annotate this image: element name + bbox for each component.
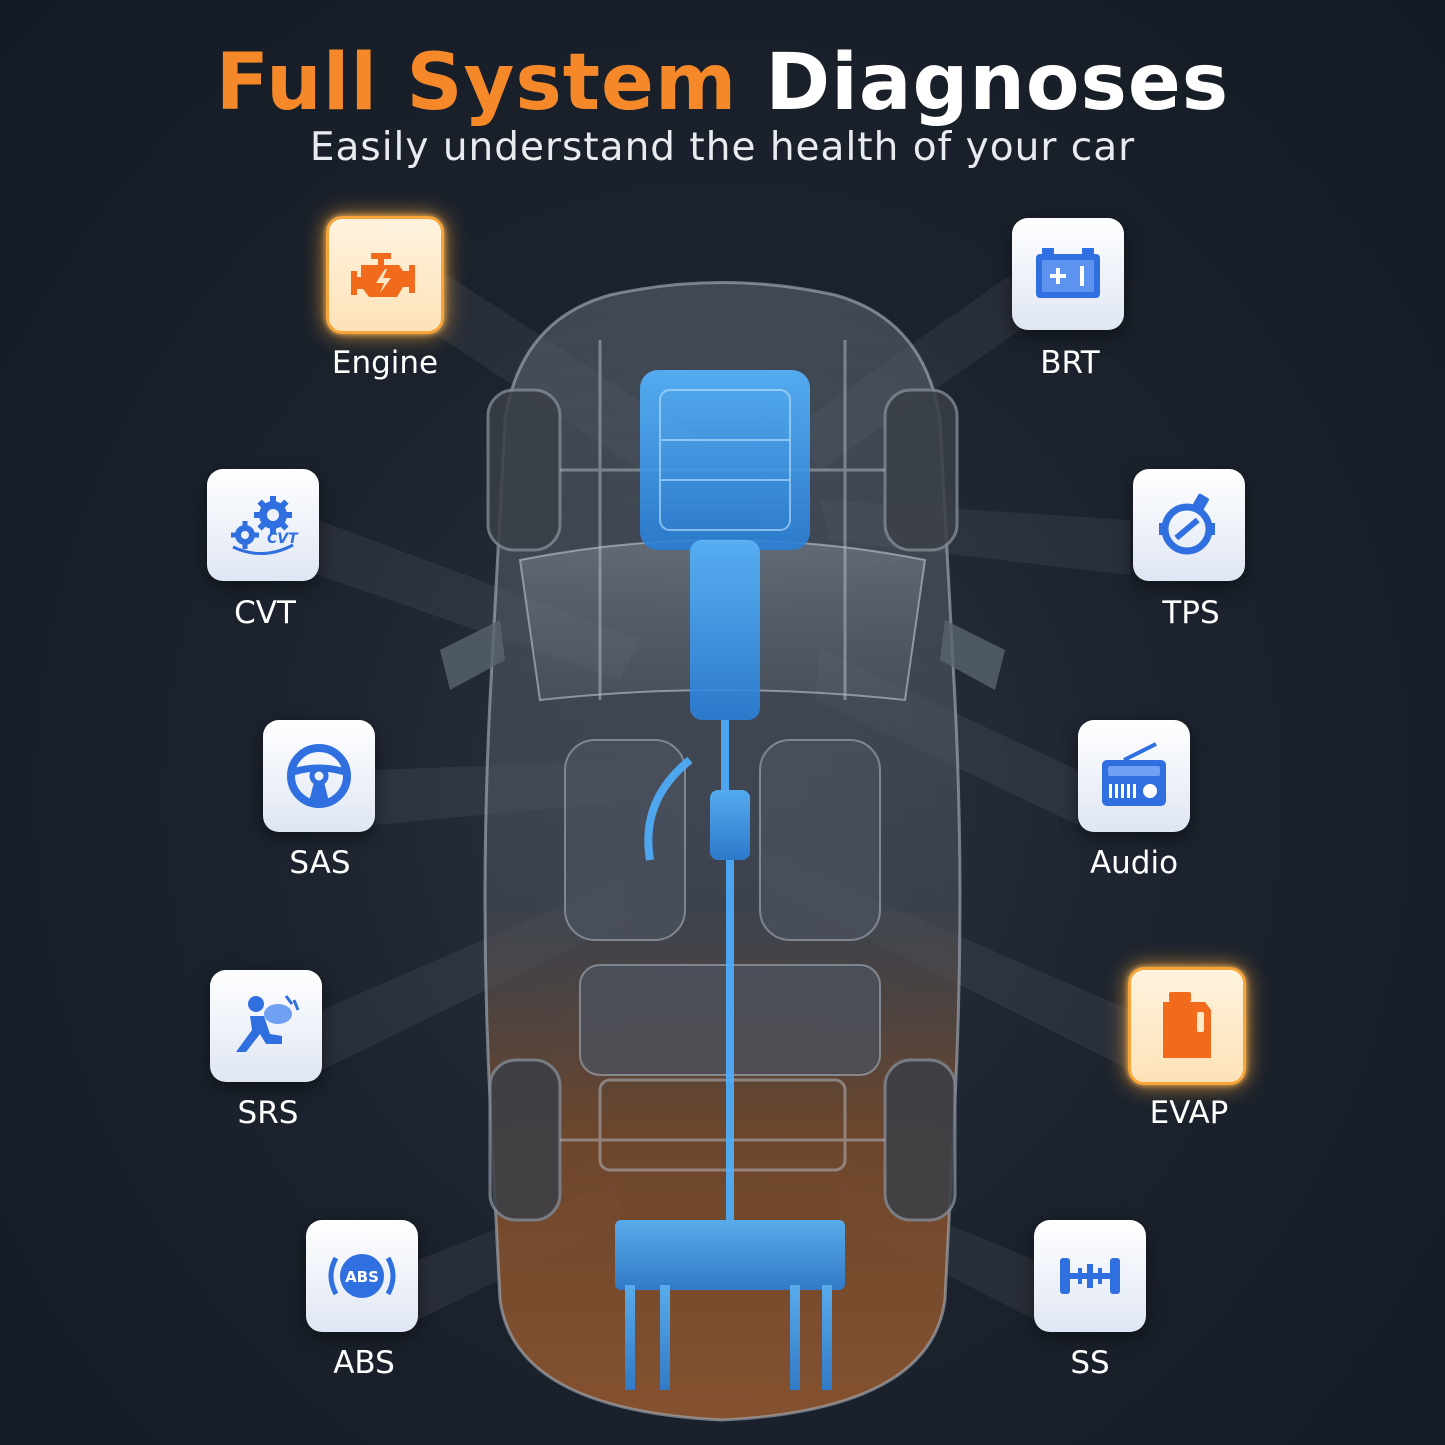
fuel-can-icon: [1163, 992, 1211, 1058]
battery-icon: [1036, 248, 1100, 298]
sas-tile: [263, 720, 375, 832]
engine-label: Engine: [331, 345, 439, 381]
radio-icon: [1102, 742, 1166, 806]
abs-tile: ABS: [306, 1220, 418, 1332]
evap-label: EVAP: [1149, 1095, 1229, 1131]
cvt-icon-text: CVT: [267, 531, 299, 547]
throttle-icon: [1159, 493, 1215, 555]
brt-tile: [1012, 218, 1124, 330]
airbag-icon: [236, 995, 300, 1052]
ss-label: SS: [1070, 1345, 1110, 1381]
abs-label: ABS: [333, 1345, 395, 1381]
evap-tile: [1128, 967, 1246, 1085]
title-rest: Diagnoses: [765, 38, 1230, 128]
page-subtitle: Easily understand the health of your car: [309, 125, 1136, 170]
cvt-label: CVT: [234, 595, 296, 631]
audio-label: Audio: [1089, 845, 1179, 881]
sas-label: SAS: [289, 845, 351, 881]
srs-label: SRS: [237, 1095, 299, 1131]
steering-wheel-icon: [287, 744, 351, 808]
cvt-tile: CVT: [207, 469, 319, 581]
abs-icon: ABS: [328, 1254, 396, 1298]
suspension-icon: [1060, 1258, 1120, 1294]
engine-icon: [351, 253, 415, 297]
ss-tile: [1034, 1220, 1146, 1332]
tps-label: TPS: [1162, 595, 1220, 631]
engine-tile: [326, 216, 444, 334]
brt-label: BRT: [1040, 345, 1100, 381]
srs-tile: [210, 970, 322, 1082]
abs-icon-text: ABS: [345, 1268, 379, 1286]
cvt-gears-icon: CVT: [231, 496, 299, 556]
tps-tile: [1133, 469, 1245, 581]
audio-tile: [1078, 720, 1190, 832]
title-accent: Full System: [215, 38, 738, 128]
page-title: Full System Diagnoses: [0, 38, 1445, 128]
